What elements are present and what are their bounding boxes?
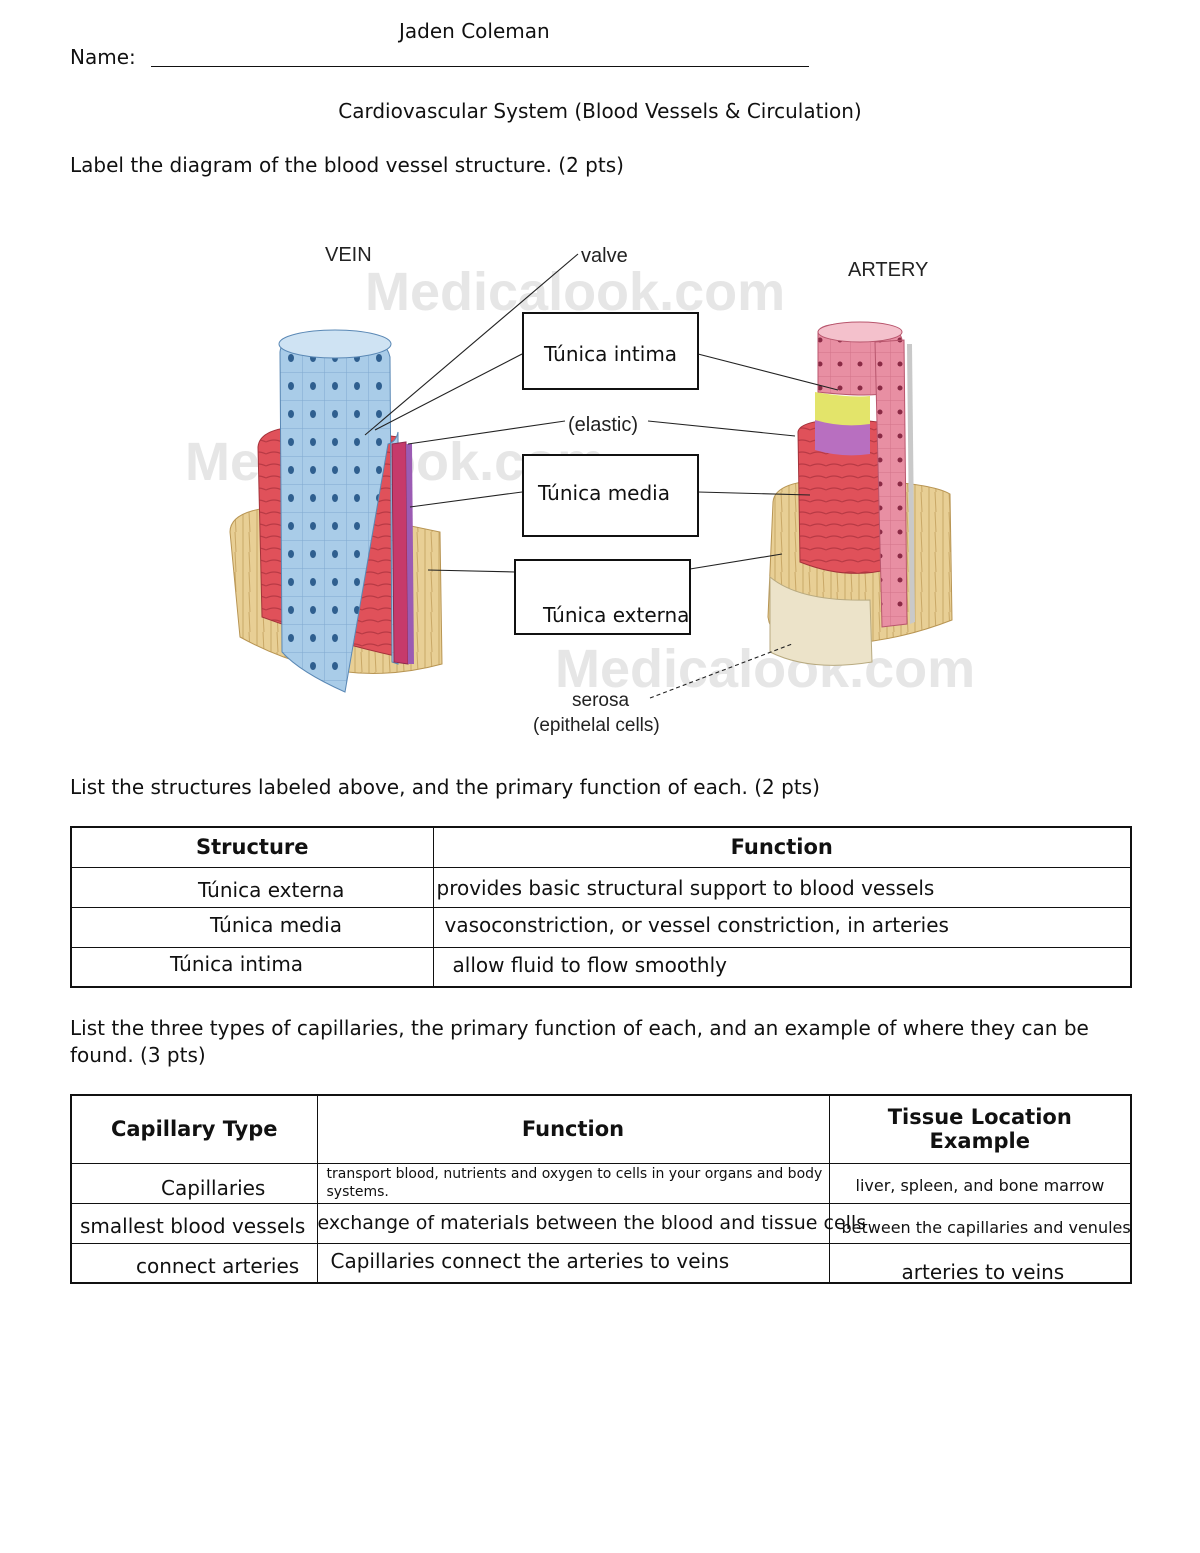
location-header-line2: Example <box>929 1129 1030 1154</box>
table-row: Capillaries transport blood, nutrients a… <box>70 1162 1132 1204</box>
q3-prompt-line1: List the three types of capillaries, the… <box>70 1016 1089 1040</box>
elastic-label: (elastic) <box>568 414 638 436</box>
capillary-type-cell[interactable]: Capillaries <box>161 1175 266 1200</box>
location-cell[interactable]: between the capillaries and venules <box>841 1217 1131 1237</box>
capillary-type-cell[interactable]: connect arteries <box>136 1253 300 1278</box>
answer-intima: Túnica intima <box>544 342 678 366</box>
location-header-line1: Tissue Location <box>887 1105 1072 1130</box>
leader-lines <box>364 253 839 699</box>
name-underline <box>151 66 809 67</box>
epithelial-label: (epithelal cells) <box>533 715 660 736</box>
table-row: Túnica intima allow fluid to flow smooth… <box>70 946 1132 988</box>
table-row: Túnica externa provides basic structural… <box>70 866 1132 908</box>
q1-prompt: Label the diagram of the blood vessel st… <box>70 153 624 177</box>
function-cell[interactable]: provides basic structural support to blo… <box>436 875 935 900</box>
structure-cell[interactable]: Túnica externa <box>198 877 345 902</box>
vein-illustration <box>229 329 443 693</box>
answer-box-externa[interactable]: Túnica externa <box>514 559 691 635</box>
diagram-illustration: Medicalook.com Medicalook.com Medicalook… <box>185 244 975 736</box>
artery-label: ARTERY <box>848 259 928 281</box>
q2-prompt: List the structures labeled above, and t… <box>70 775 820 799</box>
artery-illustration <box>767 321 953 666</box>
function-cell[interactable]: allow fluid to flow smoothly <box>452 952 727 977</box>
answer-externa: Túnica externa <box>543 603 690 627</box>
capillary-function-line1[interactable]: transport blood, nutrients and oxygen to… <box>326 1165 823 1182</box>
answer-box-media[interactable]: Túnica media <box>522 454 699 537</box>
q3-prompt-line2: found. (3 pts) <box>70 1043 206 1067</box>
location-header: Tissue Location Example <box>828 1094 1132 1164</box>
serosa-label: serosa <box>572 690 629 711</box>
function-cell[interactable]: vasoconstriction, or vessel constriction… <box>444 912 949 937</box>
structures-table: Structure Function Túnica externa provid… <box>70 826 1132 988</box>
structure-cell[interactable]: Túnica media <box>210 912 342 937</box>
structure-header: Structure <box>70 826 434 868</box>
location-cell[interactable]: arteries to veins <box>901 1259 1065 1284</box>
watermark-bottom: Medicalook.com <box>555 639 975 699</box>
student-name: Jaden Coleman <box>399 19 550 43</box>
capillary-function-line2[interactable]: systems. <box>326 1183 389 1200</box>
capillary-function-header: Function <box>316 1094 830 1164</box>
table-row: smallest blood vessels exchange of mater… <box>70 1202 1132 1244</box>
answer-box-intima[interactable]: Túnica intima <box>522 312 699 390</box>
function-header: Function <box>432 826 1132 868</box>
capillary-type-cell[interactable]: smallest blood vessels <box>80 1213 306 1238</box>
location-cell[interactable]: liver, spleen, and bone marrow <box>855 1175 1105 1195</box>
capillary-type-header: Capillary Type <box>70 1094 318 1164</box>
table-row: connect arteries Capillaries connect the… <box>70 1242 1132 1284</box>
blood-vessel-diagram: Medicalook.com Medicalook.com Medicalook… <box>170 232 1070 747</box>
table-row: Túnica media vasoconstriction, or vessel… <box>70 906 1132 948</box>
capillary-function-cell[interactable]: Capillaries connect the arteries to vein… <box>330 1248 730 1273</box>
structure-cell[interactable]: Túnica intima <box>170 951 304 976</box>
answer-media: Túnica media <box>538 481 670 505</box>
valve-label: valve <box>581 245 628 267</box>
name-label: Name: <box>70 45 136 69</box>
capillaries-table: Capillary Type Function Tissue Location … <box>70 1094 1132 1284</box>
page-title: Cardiovascular System (Blood Vessels & C… <box>338 99 862 123</box>
vein-label: VEIN <box>325 244 372 266</box>
capillary-function-cell[interactable]: exchange of materials between the blood … <box>317 1211 867 1234</box>
